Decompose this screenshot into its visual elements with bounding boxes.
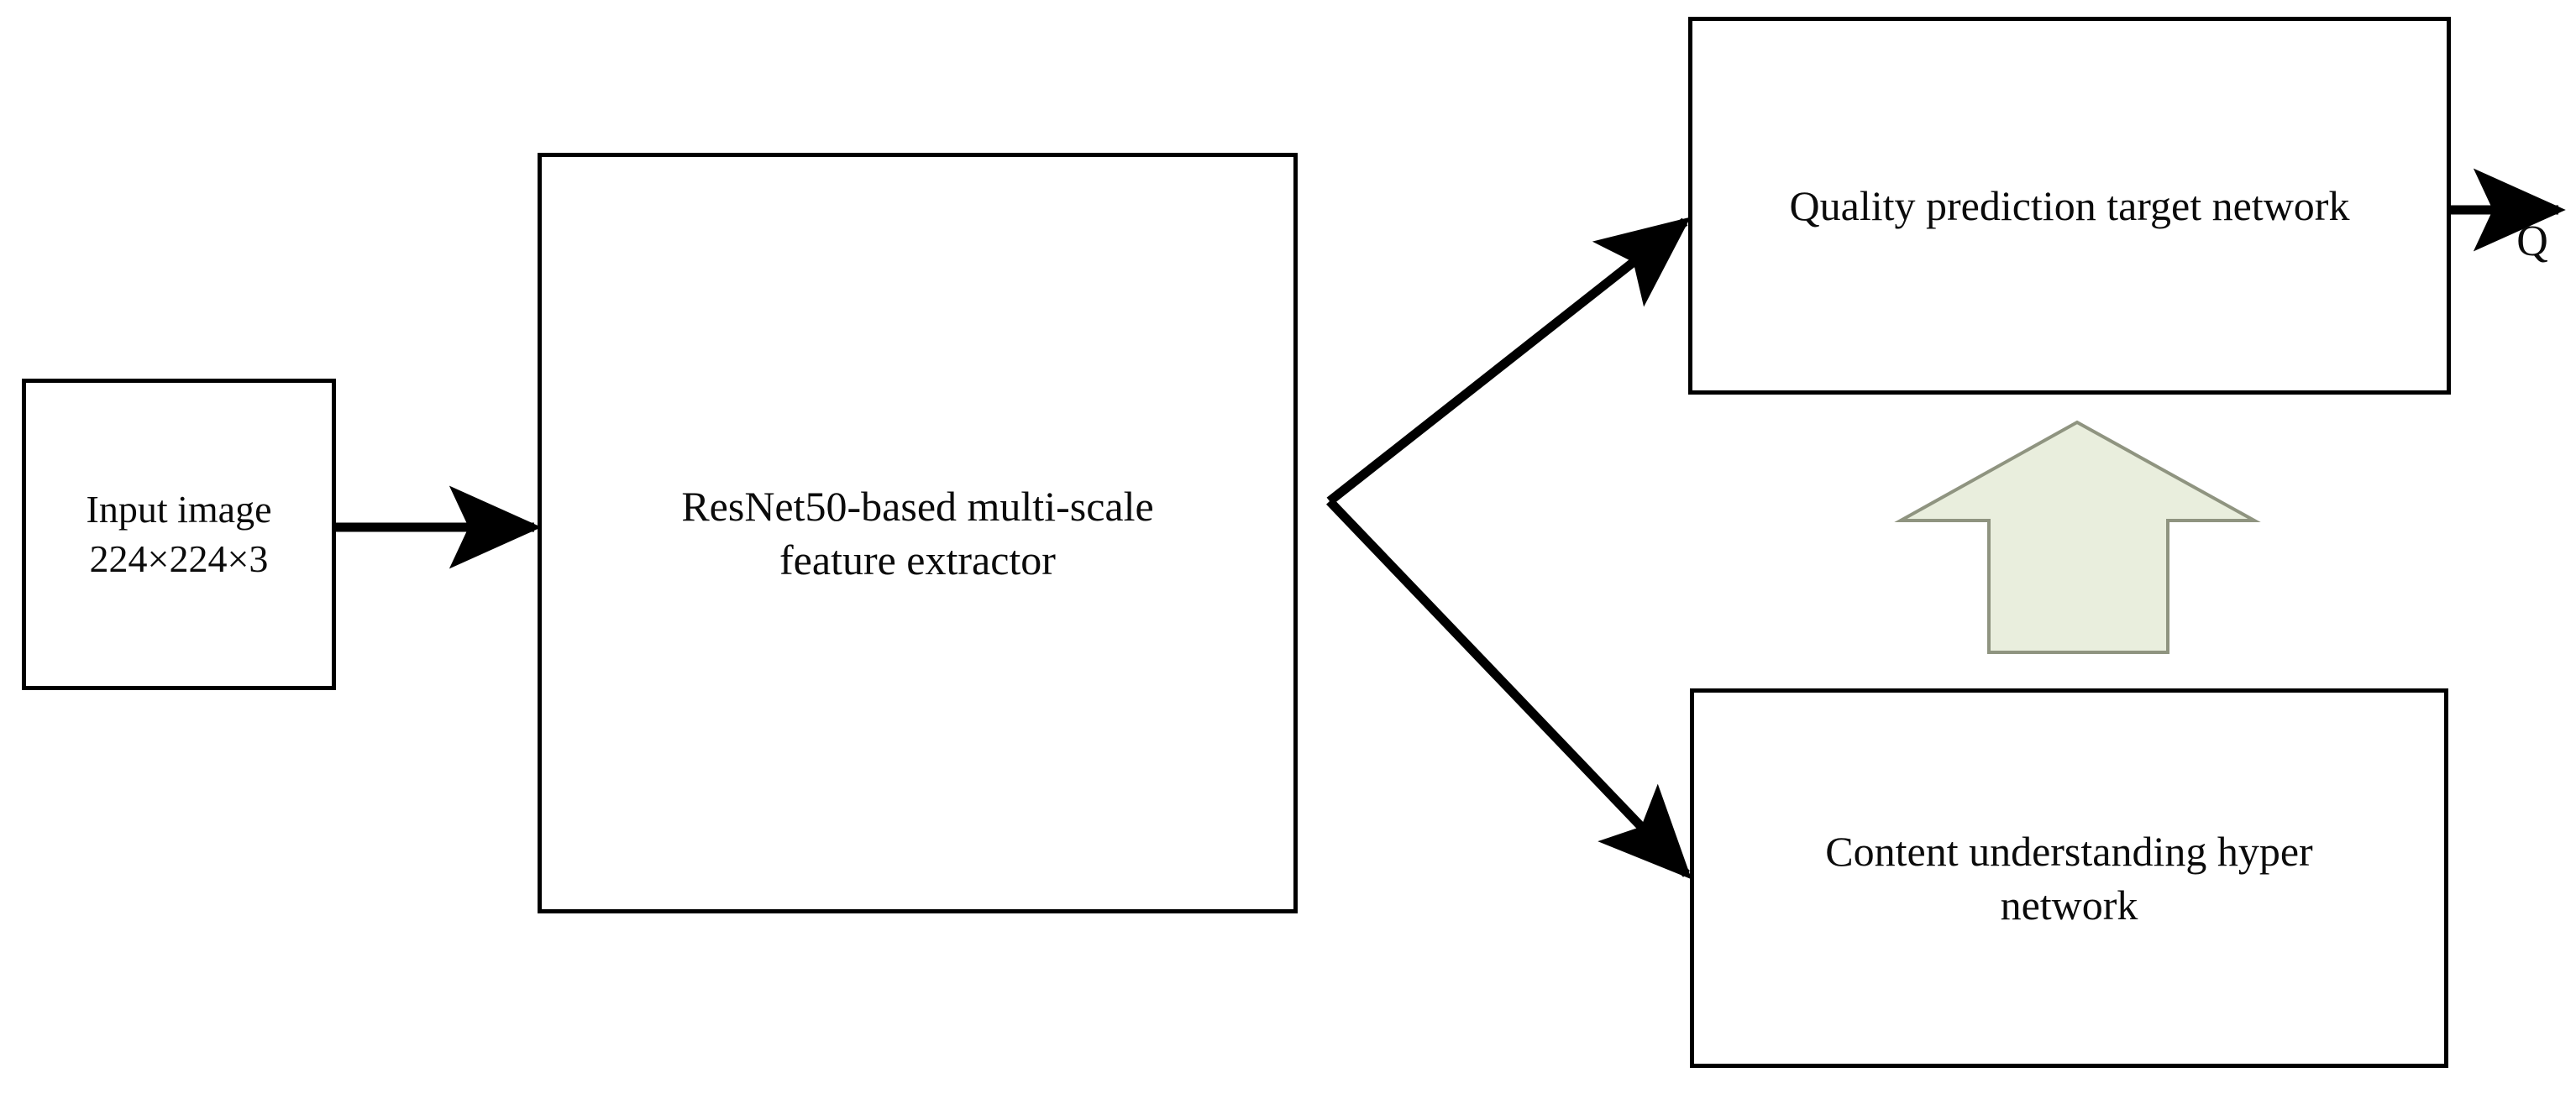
- edge-extractor-to-hyper: [1326, 498, 1692, 880]
- node-input-image-label: Input image 224×224×3: [86, 487, 272, 580]
- node-content-understanding-hyper-network[interactable]: Content understanding hyper network: [1690, 688, 2448, 1068]
- edge-extractor-to-target: [1326, 217, 1691, 505]
- node-quality-prediction-target-network[interactable]: Quality prediction target network: [1688, 17, 2451, 395]
- node-content-understanding-hyper-network-label: Content understanding hyper network: [1825, 828, 2313, 929]
- node-feature-extractor[interactable]: ResNet50-based multi-scale feature extra…: [538, 153, 1298, 913]
- node-quality-prediction-target-network-label: Quality prediction target network: [1789, 182, 2350, 229]
- block-arrow-up-icon: [1894, 420, 2261, 654]
- node-input-image[interactable]: Input image 224×224×3: [22, 379, 336, 690]
- output-q-label: Q: [2516, 217, 2548, 265]
- node-feature-extractor-label: ResNet50-based multi-scale feature extra…: [681, 483, 1154, 583]
